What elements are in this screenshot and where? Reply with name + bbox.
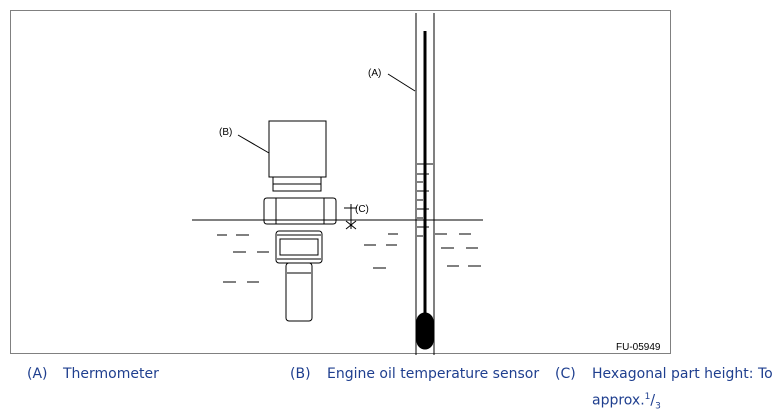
dimension-c: [344, 204, 357, 230]
legend-a-key: (A): [27, 366, 48, 382]
figure-code: FU-05949: [616, 342, 661, 353]
legend-c-approx: approx.: [592, 392, 645, 409]
callout-a-label: (A): [368, 68, 381, 79]
leader-a: [387, 73, 416, 92]
thermometer-graphic: [415, 13, 435, 355]
diagram-figure: (A) (B) (C) FU-05949: [10, 10, 671, 355]
legend-c-denominator: 3: [655, 401, 661, 412]
sensor-connector-body: [268, 120, 327, 178]
legend-c-numerator: 1: [644, 392, 651, 402]
legend-c-key: (C): [555, 366, 576, 382]
legend-c-text: Hexagonal part height: To: [592, 366, 773, 382]
leader-b: [237, 134, 270, 154]
liquid-dashes: [217, 233, 481, 283]
thermometer-bulb: [416, 312, 434, 350]
legend-b-key: (B): [290, 366, 311, 382]
callout-c-label: (C): [355, 204, 369, 215]
thermometer-scale: [417, 173, 429, 237]
legend-c-text-continued: approx.1/3: [592, 392, 661, 411]
callout-b-label: (B): [219, 127, 232, 138]
legend-b-text: Engine oil temperature sensor: [327, 366, 540, 382]
sensor-threaded-section: [275, 230, 323, 264]
diagram-canvas: (A) (B) (C) FU-05949: [192, 13, 661, 355]
legend-a-text: Thermometer: [63, 366, 159, 382]
sensor-probe-tip: [285, 262, 313, 322]
sensor-hex-nut: [263, 197, 337, 225]
legend-c-slash: /: [650, 392, 656, 409]
oil-temperature-sensor: [263, 120, 337, 322]
